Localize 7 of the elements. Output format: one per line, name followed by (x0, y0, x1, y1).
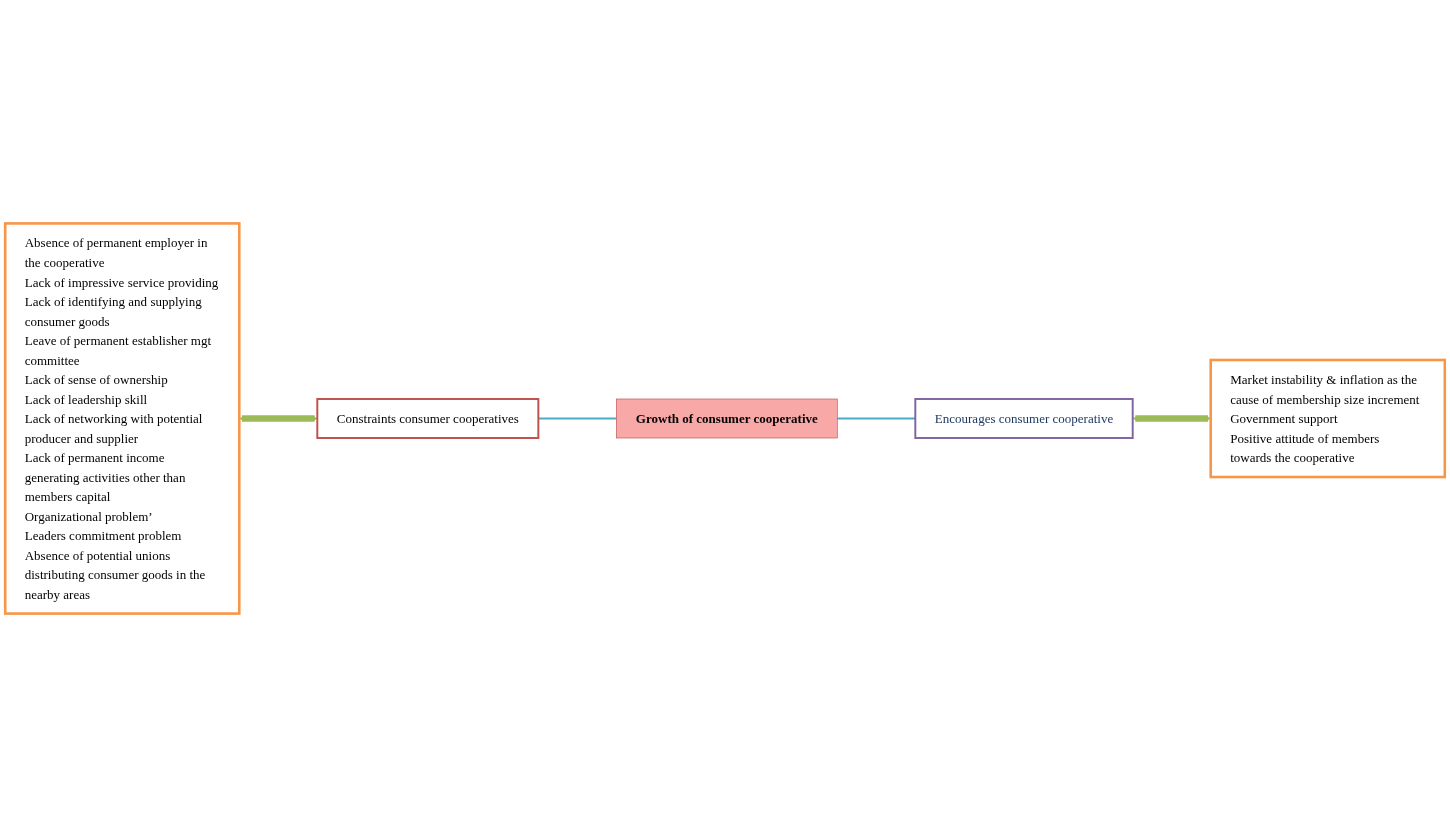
node-box: Growth of consumer cooperative (616, 398, 838, 439)
arrow (239, 415, 318, 422)
node-box: Absence of permanent employer in the cooperative Lack of impressive service providing Lack of identifying and supplying consumer goods Leave of permanent establisher mgt committee Lack of sense of ownership Lack of leadership skill Lack of networking with potential producer and supplier Lack of permanent income generating activities other than members capital Organizational problem’ Leaders commitment problem Absence of potential unions distributing consumer goods in the nearby areas (3, 222, 241, 615)
arrow (1132, 415, 1211, 422)
node-box: Market instability & inflation as the cause of membership size increment Government support Positive attitude of members towards the cooperative (1209, 358, 1447, 479)
node-box: Constraints consumer cooperatives (316, 398, 540, 439)
node-box: Encourages consumer cooperative (914, 398, 1134, 439)
